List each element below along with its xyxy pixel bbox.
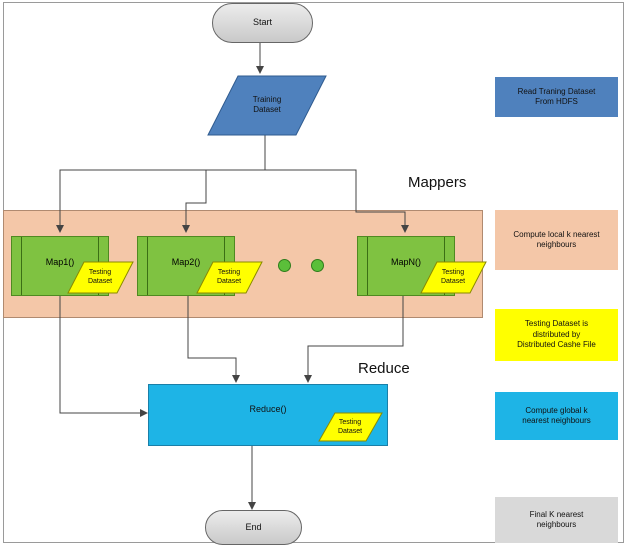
map2-label: Map2() <box>171 257 201 267</box>
edge-map2-reduce <box>187 296 240 383</box>
note-compute-local-text: Compute local k nearest neighbours <box>513 229 600 249</box>
edge-map1-reduce <box>59 296 148 417</box>
start-label: Start <box>252 17 272 28</box>
training-dataset-label: Training Dataset <box>252 95 282 114</box>
edge-to-mapn <box>265 169 409 233</box>
note-read-training-text: Read Traning Dataset From HDFS <box>517 86 596 106</box>
note-testing-distributed-text: Testing Dataset is distributed by Distri… <box>517 319 596 350</box>
testing-dataset-label-3: Testing Dataset <box>440 269 466 285</box>
reduce-box-label: Reduce() <box>249 404 287 415</box>
ellipsis-dot-1 <box>278 259 291 272</box>
note-final: Final K nearest neighbours <box>495 497 618 543</box>
note-read-training: Read Traning Dataset From HDFS <box>495 77 618 117</box>
start-terminal: Start <box>212 3 313 43</box>
note-compute-global: Compute global k nearest neighbours <box>495 392 618 440</box>
mappers-label: Mappers <box>408 174 467 191</box>
note-compute-local: Compute local k nearest neighbours <box>495 210 618 270</box>
map1-label: Map1() <box>45 257 75 267</box>
ellipsis-dot-2 <box>311 259 324 272</box>
testing-dataset-label-2: Testing Dataset <box>216 269 242 285</box>
edge-to-map2 <box>182 169 265 233</box>
edge-to-map1 <box>56 169 265 233</box>
end-terminal: End <box>205 510 302 545</box>
note-compute-global-text: Compute global k nearest neighbours <box>522 405 591 425</box>
edge-mapn-reduce <box>304 296 404 383</box>
testing-dataset-label-1: Testing Dataset <box>87 269 113 285</box>
note-final-text: Final K nearest neighbours <box>529 509 584 529</box>
testing-dataset-shape-3 <box>420 261 487 294</box>
testing-dataset-label-4: Testing Dataset <box>337 418 363 435</box>
end-label: End <box>245 521 262 532</box>
mapn-label: MapN() <box>390 257 421 267</box>
testing-dataset-shape-1 <box>67 261 134 294</box>
testing-dataset-shape-2 <box>196 261 263 294</box>
training-dataset-shape <box>207 75 327 136</box>
reduce-label: Reduce <box>358 360 410 377</box>
note-testing-distributed: Testing Dataset is distributed by Distri… <box>495 309 618 361</box>
